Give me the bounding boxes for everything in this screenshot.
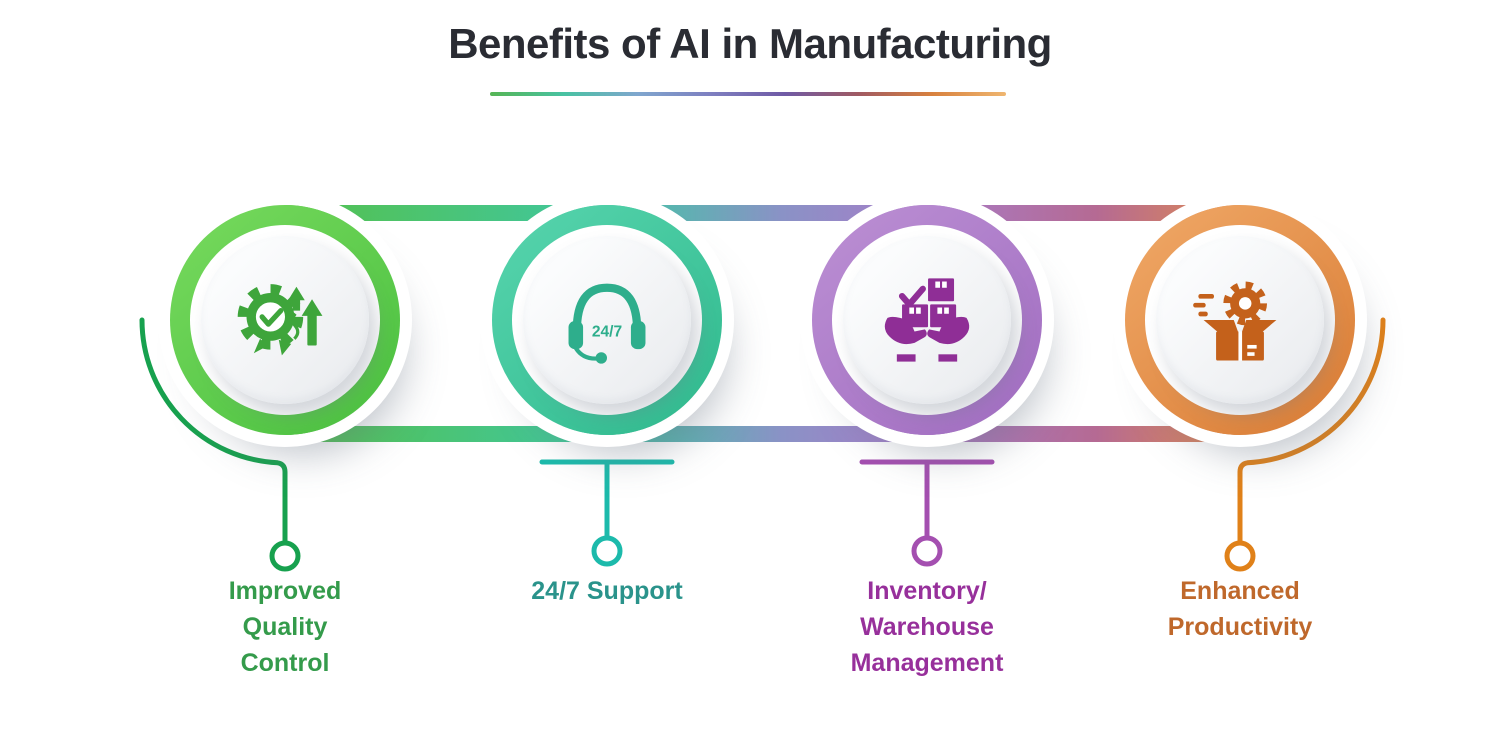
- gear-open-box-icon: [1193, 281, 1277, 361]
- circle-white-gap: 24/7: [512, 225, 702, 415]
- connector-dot: [911, 535, 943, 567]
- circle-face: 24/7: [523, 236, 691, 404]
- connector-band-top: [285, 205, 1240, 221]
- connector-line: [139, 317, 301, 572]
- connector-dot: [1224, 540, 1256, 572]
- connector-path: [1237, 317, 1386, 544]
- connector-line: [1224, 317, 1386, 572]
- circle-ring: 24/7: [492, 205, 722, 435]
- item-label: 24/7 Support: [531, 577, 683, 605]
- item-label: Enhanced Productivity: [1167, 577, 1313, 641]
- icon-247-text: 24/7: [592, 324, 622, 341]
- connector-dot: [269, 540, 301, 572]
- circle-face: [201, 236, 369, 404]
- circle-face: [843, 236, 1011, 404]
- item-label: Improved Quality Control: [228, 577, 342, 677]
- circle-white-gap: [832, 225, 1022, 415]
- left-hand: [884, 316, 927, 362]
- circle-ring: [812, 205, 1042, 435]
- page-title: Benefits of AI in Manufacturing: [448, 20, 1052, 67]
- hands-holding-boxes-icon: [884, 278, 970, 362]
- circle-white-gap: [1145, 225, 1335, 415]
- connector-path: [139, 317, 288, 544]
- circle-ring: [1125, 205, 1355, 435]
- headset-247-icon: 24/7: [568, 283, 646, 364]
- quality-badge-arrows-icon: [237, 284, 323, 356]
- item-label: Inventory/ Warehouse Management: [850, 577, 1004, 677]
- circle-ring: [170, 205, 400, 435]
- connector-dot: [591, 535, 623, 567]
- connector-line: [539, 459, 675, 567]
- circle-face: [1156, 236, 1324, 404]
- title-divider: [490, 92, 1006, 96]
- circle-white-gap: [190, 225, 380, 415]
- right-hand: [927, 316, 970, 362]
- connector-line: [859, 459, 995, 567]
- connector-band-bottom: [285, 426, 1240, 442]
